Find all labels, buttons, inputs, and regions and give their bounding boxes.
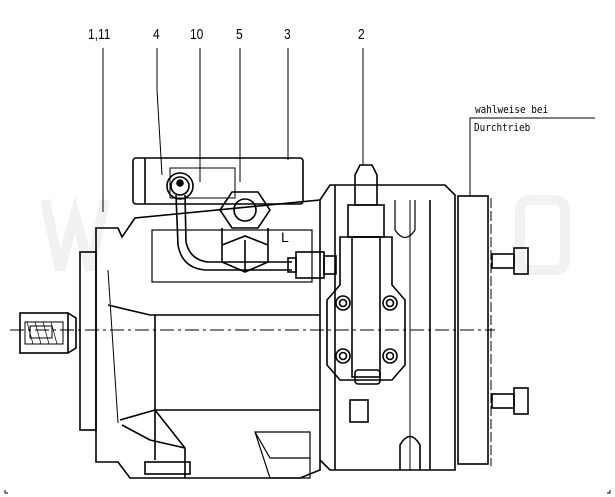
cover-plate [151,229,313,283]
port-label-l: L [281,229,289,245]
leader-lines [102,48,595,212]
thru-drive-flange [457,195,492,466]
rear-housing [319,184,456,471]
item-label-5: 5 [236,26,243,43]
note-line-2: Durchtrieb [474,121,531,134]
mounting-flange [79,251,97,431]
valve-2 [326,164,406,385]
item-label-2: 2 [358,26,365,43]
nut-5 [219,191,271,273]
fitting [287,251,337,279]
item-label-10: 10 [190,26,204,43]
controller-block [132,157,304,205]
item-label-1-11: 1,11 [88,26,111,43]
front-housing [95,199,321,479]
pipe-10 [166,172,292,271]
bolts [491,247,529,415]
item-label-4: 4 [153,26,160,43]
note-line-1: wahlweise bei [475,103,549,116]
drive-shaft [19,312,77,354]
item-label-3: 3 [284,26,291,43]
watermark [40,195,570,275]
border-corners [4,490,611,494]
